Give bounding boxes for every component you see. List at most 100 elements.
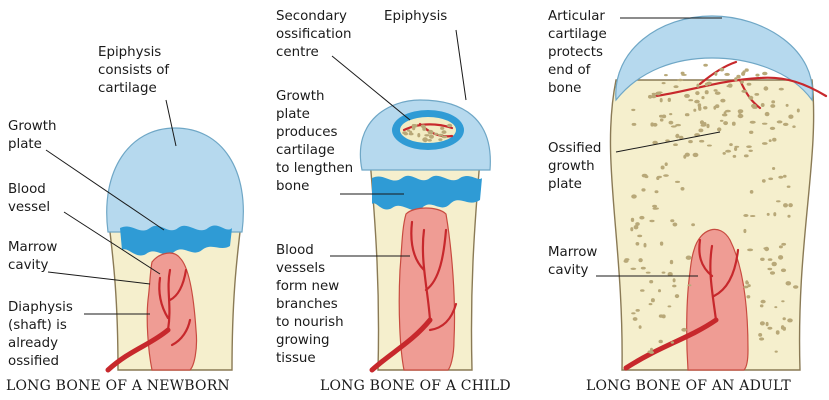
spongy-bone-dot (788, 115, 793, 119)
spongy-bone-dot (778, 255, 783, 260)
spongy-bone-dot (644, 243, 647, 248)
spongy-bone-dot (725, 150, 731, 153)
spongy-bone-dot (683, 155, 686, 159)
spongy-bone-dot (792, 125, 795, 128)
spongy-bone-dot (651, 298, 655, 302)
spongy-bone-dot (755, 74, 759, 77)
label-newborn-blood-vessel: Blood vessel (8, 181, 50, 217)
spongy-bone-dot (779, 88, 784, 91)
spongy-bone-dot (641, 188, 645, 191)
spongy-bone-dot (691, 223, 695, 226)
spongy-bone-dot (681, 328, 687, 332)
label-child-growth-plate: Growth plate produces cartilage to lengt… (276, 88, 353, 196)
spongy-bone-dot (649, 220, 654, 222)
spongy-bone-dot (649, 303, 653, 305)
spongy-bone-dot (659, 314, 664, 317)
spongy-bone-dot (760, 321, 765, 325)
spongy-bone-dot (707, 145, 712, 147)
label-newborn-growth-plate: Growth plate (8, 118, 56, 154)
spongy-bone-dot (772, 262, 777, 267)
spongy-bone-dot (770, 127, 775, 130)
spongy-bone-dot (655, 92, 661, 96)
spongy-bone-dot (687, 284, 691, 286)
spongy-bone-dot (714, 89, 718, 92)
spongy-bone-dot (725, 110, 731, 113)
spongy-bone-dot (649, 280, 653, 283)
spongy-bone-dot (748, 96, 753, 100)
spongy-bone-dot (749, 131, 753, 134)
spongy-bone-dot (696, 84, 699, 88)
spongy-bone-dot (652, 205, 657, 208)
spongy-bone-dot (744, 154, 749, 157)
spongy-bone-dot (762, 123, 768, 125)
spongy-bone-dot (668, 98, 671, 102)
spongy-bone-dot (429, 135, 434, 139)
spongy-bone-dot (781, 300, 784, 302)
spongy-bone-dot (767, 327, 772, 330)
spongy-bone-dot (779, 245, 783, 248)
spongy-bone-dot (747, 295, 751, 298)
spongy-bone-dot (655, 208, 659, 210)
newborn-bone (107, 128, 244, 370)
spongy-bone-dot (661, 166, 665, 170)
spongy-bone-dot (707, 82, 711, 86)
spongy-bone-dot (688, 140, 693, 143)
spongy-bone-dot (719, 68, 724, 72)
spongy-bone-dot (750, 215, 755, 217)
spongy-bone-dot (736, 75, 740, 79)
spongy-bone-dot (781, 269, 786, 273)
spongy-bone-dot (787, 186, 791, 188)
spongy-bone-dot (422, 128, 426, 131)
spongy-bone-dot (743, 286, 748, 289)
spongy-bone-dot (749, 150, 753, 152)
spongy-bone-dot (658, 289, 661, 292)
spongy-bone-dot (772, 167, 775, 170)
spongy-bone-dot (699, 140, 704, 143)
spongy-bone-dot (673, 223, 678, 227)
spongy-bone-dot (703, 122, 706, 126)
spongy-bone-dot (715, 104, 719, 108)
spongy-bone-dot (659, 340, 663, 344)
spongy-bone-dot (715, 92, 721, 95)
spongy-bone-dot (630, 268, 636, 270)
spongy-bone-dot (634, 225, 639, 229)
spongy-bone-dot (786, 104, 789, 107)
label-adult-marrow-cavity: Marrow cavity (548, 244, 597, 280)
spongy-bone-dot (787, 215, 790, 218)
spongy-bone-dot (631, 312, 635, 314)
spongy-bone-dot (675, 181, 680, 183)
spongy-bone-dot (724, 73, 730, 76)
spongy-bone-dot (773, 212, 776, 216)
spongy-bone-dot (665, 162, 668, 166)
label-child-blood-vessels: Blood vessels form new branches to nouri… (276, 242, 344, 368)
spongy-bone-dot (750, 121, 756, 124)
spongy-bone-dot (660, 118, 664, 121)
spongy-bone-dot (762, 72, 767, 76)
spongy-bone-dot (688, 99, 693, 101)
spongy-bone-dot (698, 103, 702, 107)
spongy-bone-dot (771, 100, 775, 103)
spongy-bone-dot (781, 243, 786, 246)
spongy-bone-dot (663, 174, 669, 177)
spongy-bone-dot (668, 305, 672, 307)
spongy-bone-dot (677, 79, 683, 81)
spongy-bone-dot (738, 111, 741, 114)
spongy-bone-dot (636, 309, 640, 312)
label-adult-articular-cartilage: Articular cartilage protects end of bone (548, 8, 607, 98)
spongy-bone-dot (705, 90, 709, 94)
spongy-bone-dot (412, 124, 415, 129)
leader-child-epiphysis (456, 30, 466, 100)
spongy-bone-dot (698, 129, 703, 133)
spongy-bone-dot (761, 300, 766, 304)
spongy-bone-dot (650, 348, 653, 352)
spongy-bone-dot (624, 258, 629, 261)
spongy-bone-dot (793, 285, 798, 288)
spongy-bone-dot (673, 143, 678, 146)
spongy-bone-dot (758, 333, 762, 337)
spongy-bone-dot (751, 104, 757, 108)
spongy-bone-dot (733, 155, 737, 158)
spongy-bone-dot (631, 109, 635, 111)
spongy-bone-dot (720, 99, 725, 103)
spongy-bone-dot (447, 124, 452, 128)
